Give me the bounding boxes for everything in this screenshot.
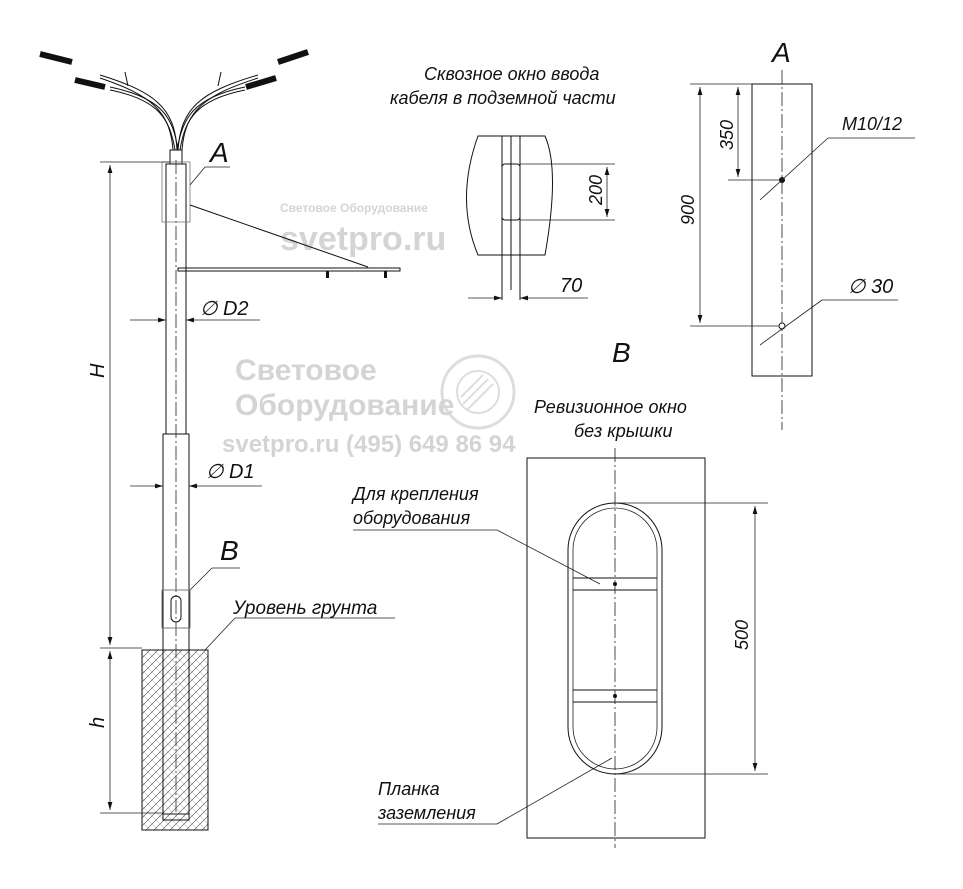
pole-side-view: H h ∅ D2 ∅ D1 A B Уровень грунта [39, 49, 401, 831]
detail-b-frame [161, 589, 191, 629]
dim-label-350: 350 [717, 120, 737, 150]
brace [189, 204, 369, 268]
watermark-site: svetpro.ru [280, 220, 446, 258]
dim-label-500: 500 [732, 620, 752, 650]
diam-label-d1: ∅ D1 [206, 461, 255, 483]
dim-label-h: h [87, 717, 109, 728]
watermark-phone: svetpro.ru (495) 649 86 94 [222, 431, 516, 458]
view-b-detail: B Ревизионное окно без крышки 500 Для кр… [351, 337, 768, 848]
view-a-title: A [770, 37, 791, 68]
mount-label-2: оборудования [353, 508, 470, 528]
m10-label: M10/12 [842, 114, 902, 134]
ground-strip-label-1: Планка [378, 779, 440, 799]
dim-label-900: 900 [678, 195, 698, 225]
watermark-brand-line2: Оборудование [235, 389, 454, 422]
luminaire-icon [39, 51, 73, 65]
luminaire-icon [74, 77, 106, 90]
diam-label-d2: ∅ D2 [200, 298, 249, 320]
luminaire-icon [277, 49, 309, 65]
dim-label-200: 200 [586, 175, 606, 206]
watermark-brand-small: Световое Оборудование [280, 201, 428, 215]
watermark-brand-line1: Световое [235, 354, 377, 387]
dim-label-70: 70 [560, 275, 582, 297]
cable-window-detail: Сквозное окно ввода кабеля в подземной ч… [390, 64, 616, 301]
cable-window-title-2: кабеля в подземной части [390, 88, 616, 108]
ground-level-label: Уровень грунта [232, 598, 377, 619]
phi30-label: ∅ 30 [848, 276, 893, 298]
dim-label-H: H [87, 363, 109, 378]
callout-a: A [208, 137, 229, 168]
detail-a-frame [161, 161, 191, 223]
callout-b: B [220, 535, 239, 566]
view-a-detail: A 350 900 M10/12 ∅ 30 [678, 37, 915, 430]
luminaire-arms [39, 49, 309, 151]
cross-arm [177, 267, 401, 272]
revision-window-title-2: без крышки [574, 421, 673, 441]
mount-label-1: Для крепления [351, 484, 479, 504]
watermark: Световое Оборудование svetpro.ru Светово… [222, 201, 516, 458]
revision-window-title-1: Ревизионное окно [534, 397, 687, 417]
foundation [141, 649, 209, 831]
view-b-title: B [612, 337, 631, 368]
watermark-logo-icon [440, 354, 516, 430]
luminaire-icon [245, 75, 277, 90]
cable-window-title-1: Сквозное окно ввода [424, 64, 599, 84]
ground-strip-label-2: заземления [377, 803, 476, 823]
